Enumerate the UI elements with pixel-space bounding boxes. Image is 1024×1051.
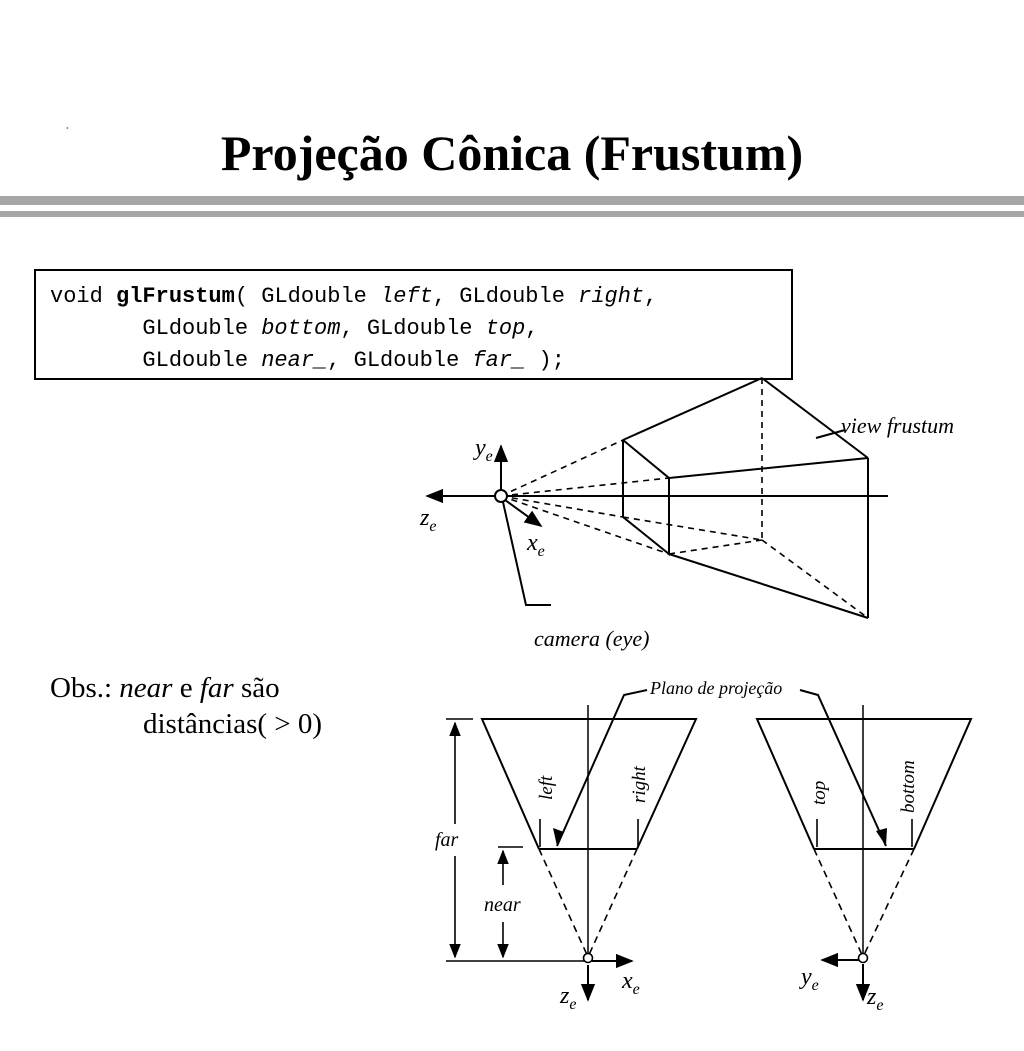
view-frustum-label: view frustum xyxy=(841,413,954,438)
view-frustum-leader xyxy=(815,429,846,439)
side-view-x xyxy=(446,689,698,1002)
title-rule-thin xyxy=(0,211,1024,217)
observation-line-2: distâncias( > 0) xyxy=(143,708,323,740)
plano-label: Plano de projeção xyxy=(649,678,782,698)
frustum-edge-right xyxy=(668,457,869,479)
camera-eye-circle xyxy=(494,489,508,503)
code-box: void glFrustum( GLdouble left, GLdouble … xyxy=(34,269,793,380)
obs-prefix: Obs.: xyxy=(50,672,120,704)
obs-far: far xyxy=(199,672,234,704)
ze-label-left: ze xyxy=(559,983,576,1013)
camera-leader xyxy=(502,501,551,606)
far-label: far xyxy=(435,829,459,851)
top-label: top xyxy=(809,781,830,805)
y-axis-label: ye xyxy=(473,435,493,465)
left-label: left xyxy=(536,775,557,800)
frustum-edge-top xyxy=(622,377,763,441)
code-arg-left: left xyxy=(380,284,433,309)
code-arg-far: far_ xyxy=(472,348,526,373)
x-axis-arrow xyxy=(504,499,543,528)
code-text: , xyxy=(644,284,658,309)
far-section-outline-right xyxy=(755,718,973,850)
code-text: , GLdouble xyxy=(327,348,473,373)
x-axis-label: xe xyxy=(526,530,545,560)
obs-and: e xyxy=(172,672,200,704)
ze-label-right: ze xyxy=(866,984,883,1014)
side-view-y xyxy=(755,689,973,1002)
view-frustum-3d xyxy=(425,377,888,619)
code-text: GLdouble xyxy=(50,348,262,373)
code-function-name: glFrustum xyxy=(116,284,235,309)
code-text: ); xyxy=(525,348,565,373)
code-text: , GLdouble xyxy=(432,284,579,309)
observation-note: Obs.: near e far são distâncias( > 0) xyxy=(50,670,322,742)
far-plane-top-edge xyxy=(761,377,869,459)
code-text: , xyxy=(525,316,539,341)
slide-title: Projeção Cônica (Frustum) xyxy=(220,125,804,181)
code-keyword-void: void xyxy=(50,284,117,309)
xe-label: xe xyxy=(621,968,640,998)
z-axis-label: ze xyxy=(419,505,436,535)
frustum-edge-rays xyxy=(500,378,869,619)
code-arg-near: near_ xyxy=(261,348,328,373)
bottom-label: bottom xyxy=(898,760,919,813)
near-label: near xyxy=(484,894,521,916)
camera-label: camera (eye) xyxy=(534,626,649,651)
observation-line-1: Obs.: near e far são xyxy=(50,670,322,706)
far-section-outline xyxy=(480,718,698,850)
code-text: GLdouble xyxy=(50,316,262,341)
code-text: ( GLdouble xyxy=(234,284,381,309)
plano-leader-right xyxy=(799,689,887,847)
title-rule-thick xyxy=(0,196,1024,205)
right-label: right xyxy=(629,765,650,803)
ye-label: ye xyxy=(799,964,819,994)
code-arg-right: right xyxy=(578,284,645,309)
obs-near: near xyxy=(119,672,173,704)
plano-leader-left xyxy=(556,689,648,847)
obs-suffix: são xyxy=(233,672,280,704)
frustum-edge-bottom xyxy=(668,553,869,619)
code-text: , GLdouble xyxy=(340,316,486,341)
speck-mark: • xyxy=(66,124,69,133)
code-arg-bottom: bottom xyxy=(261,316,341,341)
code-arg-top: top xyxy=(485,316,526,341)
